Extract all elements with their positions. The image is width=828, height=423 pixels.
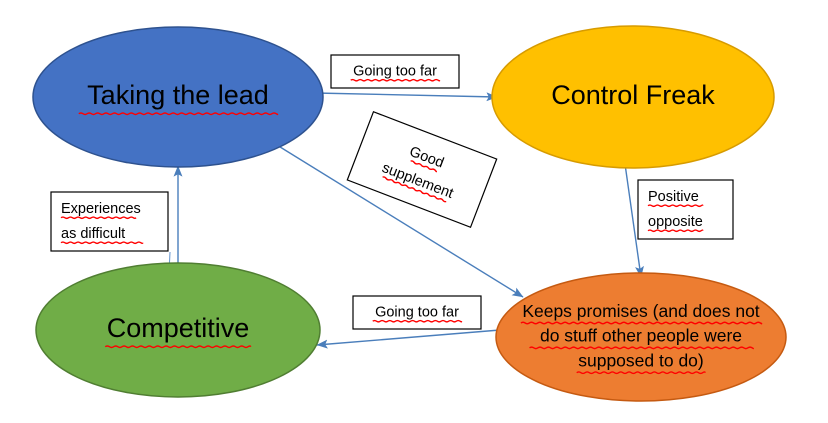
node-shape-control-freak[interactable] [491,25,775,169]
spellcheck-underline-icon [410,160,438,173]
node-label-control-freak: Control Freak [551,80,715,110]
connector-taking-the-lead-to-control-freak [314,92,498,102]
spellcheck-underline-icon [520,321,763,325]
edge-label-text-going-too-far-bottom: Going too far [375,304,459,320]
edge-label-text-positive-opposite: Positive [648,189,699,205]
spellcheck-underline-icon [576,371,706,375]
spellcheck-underline-icon [529,346,754,350]
node-label-keeps-promises: do stuff other people were [540,326,742,346]
spellcheck-underline-icon [104,345,252,349]
node-keeps-promises[interactable]: Keeps promises (and does not do stuff oth… [495,272,787,402]
edge-label-going-too-far-bottom[interactable]: Going too far [352,295,482,330]
spellcheck-underline-icon [60,241,144,245]
edge-label-going-too-far-top[interactable]: Going too far [330,54,460,89]
spellcheck-underline-icon [78,112,279,116]
edge-label-experiences-as-difficult[interactable]: Experiences as difficult [50,191,169,252]
node-competitive[interactable]: Competitive [35,262,321,398]
edge-labels-layer: Going too farGoodsupplementExperiencesas… [50,54,734,330]
spellcheck-underline-icon [350,78,441,82]
spellcheck-underline-icon [647,204,704,208]
edge-label-box-going-too-far-bottom[interactable] [352,295,482,330]
edge-label-text-going-too-far-top: Going too far [353,63,437,79]
node-label-keeps-promises: Keeps promises (and does not [522,301,759,321]
connectors-layer [168,92,644,349]
node-control-freak[interactable]: Control Freak [491,25,775,169]
connector-taking-the-lead-to-keeps-promises [271,141,524,298]
spellcheck-underline-icon [647,229,704,233]
edge-label-box-experiences-as-difficult[interactable] [50,191,169,252]
spellcheck-underline-icon [372,319,463,323]
edge-label-box-going-too-far-top[interactable] [330,54,460,89]
node-shape-competitive[interactable] [35,262,321,398]
edge-label-text-positive-opposite: opposite [648,214,703,230]
edge-label-text-experiences-as-difficult: as difficult [61,226,125,242]
node-taking-the-lead[interactable]: Taking the lead [32,26,324,168]
edge-label-box-good-supplement[interactable] [346,110,498,229]
node-shape-keeps-promises[interactable] [495,272,787,402]
node-label-taking-the-lead: Taking the lead [87,80,269,110]
connector-control-freak-to-keeps-promises [624,163,644,278]
edge-label-positive-opposite[interactable]: Positive opposite [637,179,734,240]
spellcheck-underline-icon [382,176,447,203]
node-label-keeps-promises: supposed to do) [578,350,704,370]
edge-label-text-experiences-as-difficult: Experiences [61,201,141,217]
node-shape-taking-the-lead[interactable] [32,26,324,168]
edge-label-box-positive-opposite[interactable] [637,179,734,240]
node-label-competitive: Competitive [107,313,250,343]
spellcheck-underline-icon [60,216,137,220]
connector-keeps-promises-to-competitive [316,329,501,349]
